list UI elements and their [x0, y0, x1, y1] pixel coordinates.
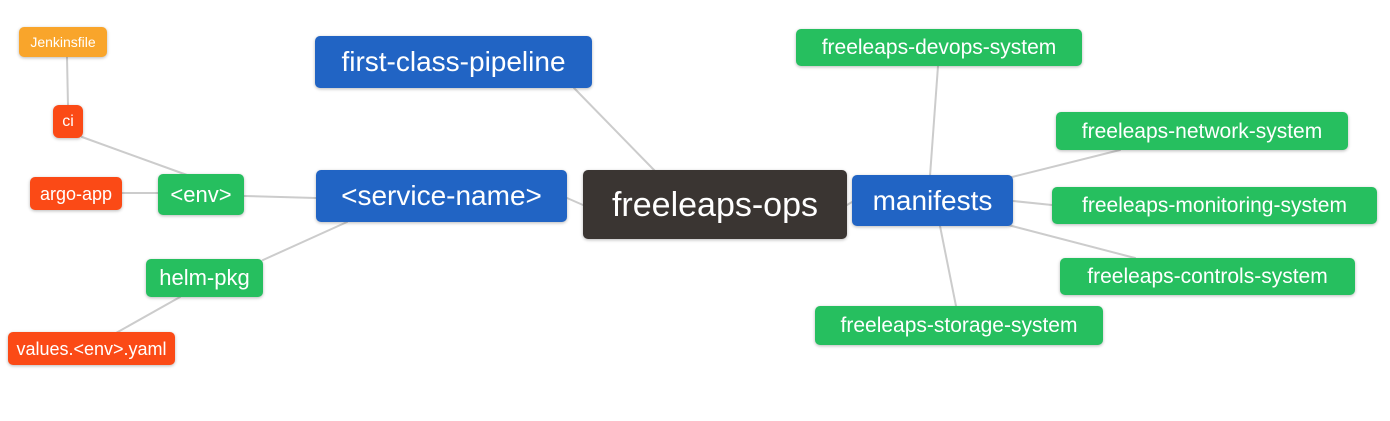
node-freeleaps-devops-system[interactable]: freeleaps-devops-system	[796, 29, 1082, 66]
node-jenkinsfile[interactable]: Jenkinsfile	[19, 27, 107, 57]
node-freeleaps-controls-system[interactable]: freeleaps-controls-system	[1060, 258, 1355, 295]
edge-manifests-storage	[939, 225, 957, 307]
node-env[interactable]: <env>	[158, 174, 244, 215]
edge-jenkinsfile-ci	[66, 56, 69, 107]
node-freeleaps-network-system[interactable]: freeleaps-network-system	[1056, 112, 1348, 150]
node-manifests[interactable]: manifests	[852, 175, 1013, 226]
node-argo-app[interactable]: argo-app	[30, 177, 122, 210]
node-service-name[interactable]: <service-name>	[316, 170, 567, 222]
edge-env-servicename	[243, 195, 317, 199]
edge-manifests-controls	[1007, 224, 1136, 259]
edge-servicename-helmpkg	[262, 221, 348, 261]
edge-helmpkg-valuesyaml	[115, 296, 181, 334]
node-ci[interactable]: ci	[53, 105, 83, 138]
edge-manifests-network	[1007, 149, 1121, 179]
node-values-env-yaml[interactable]: values.<env>.yaml	[8, 332, 175, 365]
edge-manifests-monitoring	[1012, 200, 1053, 206]
node-first-class-pipeline[interactable]: first-class-pipeline	[315, 36, 592, 88]
edge-pipeline-freeleapsops	[573, 87, 656, 172]
edge-freeleapsops-manifests	[846, 201, 853, 206]
node-freeleaps-monitoring-system[interactable]: freeleaps-monitoring-system	[1052, 187, 1377, 224]
node-freeleaps-storage-system[interactable]: freeleaps-storage-system	[815, 306, 1103, 345]
edge-servicename-freeleapsops	[566, 197, 584, 206]
edge-ci-env	[81, 136, 188, 176]
node-helm-pkg[interactable]: helm-pkg	[146, 259, 263, 297]
edge-manifests-devops	[929, 65, 939, 177]
node-freeleaps-ops-root[interactable]: freeleaps-ops	[583, 170, 847, 239]
